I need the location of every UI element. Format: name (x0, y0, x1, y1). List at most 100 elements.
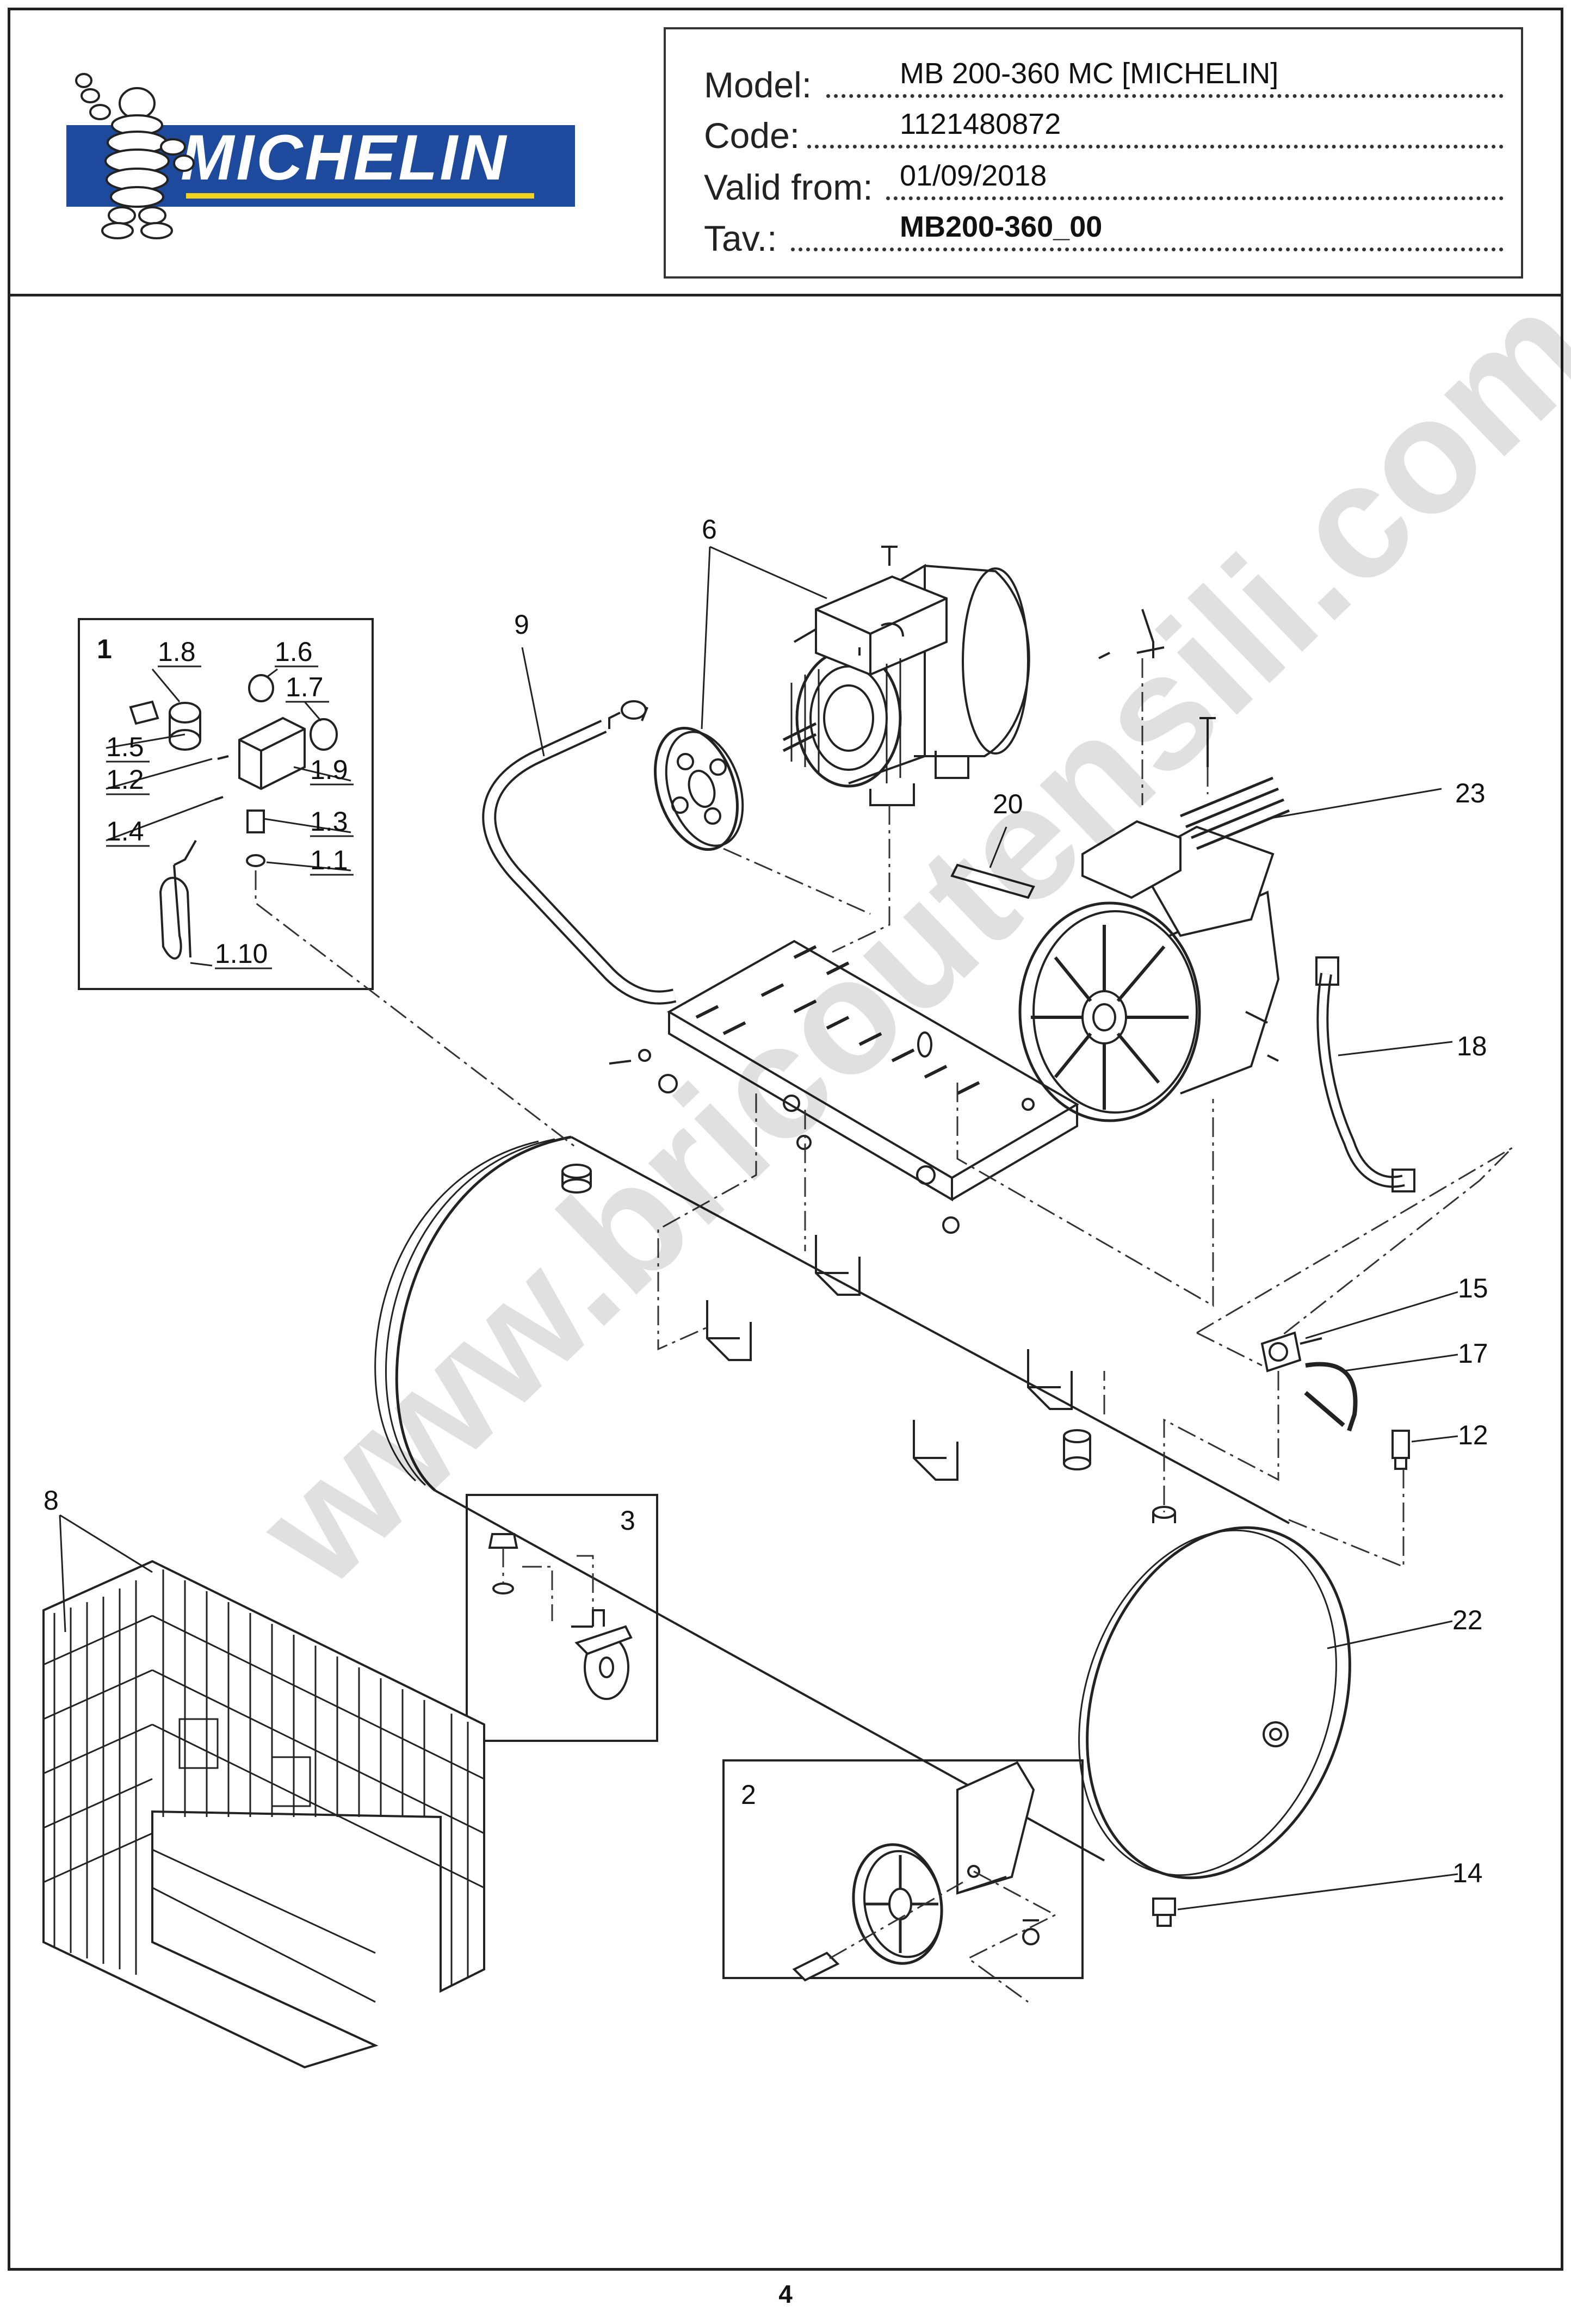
callout-17: 17 (1458, 1338, 1488, 1369)
tav-row: Tav.: MB200-360_00 (704, 211, 1504, 260)
callout-22: 22 (1452, 1605, 1483, 1635)
assembly-line-pump-feet (956, 1083, 1214, 1307)
leader-1-4 (106, 799, 215, 842)
valid-from-label: Valid from: (704, 167, 873, 207)
leader-14 (1177, 1873, 1458, 1911)
assembly-line-pulley (723, 848, 871, 915)
detail-box-3 (466, 1494, 658, 1742)
callout-9: 9 (514, 609, 529, 640)
logo-yellow-stripe (186, 193, 534, 199)
callout-1-3: 1.3 (310, 806, 348, 837)
leader-6 (701, 546, 827, 730)
pressure-switch-group (129, 674, 338, 960)
watermark-text: www.bricoutensili.com (222, 257, 1571, 1621)
drain-fitting (1391, 1430, 1410, 1470)
model-row: Model: MB 200-360 MC [MICHELIN] (704, 57, 1504, 107)
callout-1-7: 1.7 (286, 672, 324, 702)
leader-1-7 (304, 701, 322, 721)
leader-8 (59, 1514, 153, 1633)
shaft-key (950, 863, 1035, 899)
header-divider (8, 294, 1563, 296)
model-value: MB 200-360 MC [MICHELIN] (900, 57, 1279, 90)
leader-1-6 (266, 668, 278, 678)
tav-value: MB200-360_00 (900, 211, 1103, 243)
drain-valve (1152, 1897, 1176, 1927)
callout-20: 20 (993, 789, 1023, 819)
callout-6: 6 (702, 514, 717, 545)
delivery-pipe (482, 700, 677, 1005)
callout-1-5: 1.5 (106, 732, 144, 762)
model-info-box: Model: MB 200-360 MC [MICHELIN] Code: 11… (664, 27, 1523, 279)
leader-23 (1267, 788, 1442, 820)
assembly-line-caster (502, 1548, 594, 1621)
valid-from-row: Valid from: 01/09/2018 (704, 159, 1504, 209)
page-frame (8, 8, 1563, 2271)
michelin-logo: MICHELIN (66, 73, 575, 239)
assembly-line-motor (832, 805, 890, 953)
assembly-line-valve (1103, 1147, 1513, 1568)
leader-1-2 (106, 758, 213, 790)
tav-leader (791, 248, 1504, 251)
callout-1-9: 1.9 (310, 755, 348, 785)
motor-base-plate (609, 940, 1079, 1234)
tav-label: Tav.: (704, 218, 777, 258)
bibendum-mascot-icon (75, 73, 195, 239)
assembly-line-wheel (829, 1870, 1057, 2003)
leader-22 (1327, 1620, 1453, 1649)
flexible-hose (1315, 956, 1415, 1192)
code-row: Code: 1121480872 (704, 108, 1504, 157)
code-value: 1121480872 (900, 108, 1061, 140)
leader-17 (1343, 1353, 1458, 1372)
callout-1-6: 1.6 (275, 636, 313, 667)
callout-1: 1 (97, 634, 112, 664)
compressor-pump (1018, 609, 1290, 1122)
logo-wordmark: MICHELIN (181, 122, 508, 194)
callout-1-8: 1.8 (158, 636, 196, 667)
callout-18: 18 (1457, 1031, 1487, 1061)
leader-1-10 (190, 962, 213, 967)
assembly-line-plate (657, 1093, 806, 1351)
leader-1-8 (151, 669, 181, 702)
leader-20 (989, 826, 1007, 868)
leader-1-5 (106, 733, 185, 749)
callout-15: 15 (1458, 1273, 1488, 1303)
code-leader (807, 145, 1504, 149)
unloader-pipe (1304, 1362, 1358, 1432)
model-leader (826, 94, 1504, 98)
callout-1-1: 1.1 (310, 845, 348, 875)
callout-2: 2 (741, 1779, 756, 1810)
callout-labels: 1 1.8 1.6 1.7 1.5 1.9 1.2 1.3 1.4 1.1 1.… (44, 514, 1488, 1888)
leader-12 (1411, 1435, 1458, 1443)
callout-12: 12 (1458, 1420, 1488, 1450)
leader-15 (1305, 1291, 1458, 1339)
page-number: 4 (778, 2280, 793, 2308)
leader-1-9 (293, 766, 351, 782)
callout-1-4: 1.4 (106, 816, 144, 846)
air-tank (374, 1135, 1351, 1880)
valid-from-leader (886, 196, 1504, 200)
code-label: Code: (704, 115, 800, 156)
valid-from-value: 01/09/2018 (900, 159, 1047, 192)
wheel-assembly (792, 1761, 1040, 1982)
detail-box-2 (722, 1759, 1084, 1979)
leader-9 (521, 647, 545, 757)
swivel-caster (488, 1533, 633, 1700)
assembly-line-switch (255, 870, 577, 1149)
callout-14: 14 (1452, 1858, 1483, 1888)
detail-box-1 (78, 618, 374, 990)
belt-guard (42, 1560, 485, 2069)
electric-motor (782, 546, 1030, 806)
callout-8: 8 (44, 1485, 59, 1516)
check-valve (1260, 1331, 1322, 1373)
callout-23: 23 (1455, 778, 1486, 808)
callout-1-10: 1.10 (215, 938, 268, 969)
callout-1-2: 1.2 (106, 764, 144, 795)
motor-pulley (654, 727, 744, 851)
assembly-line-screws (1141, 658, 1209, 805)
leader-1-3 (263, 818, 351, 833)
callout-3: 3 (620, 1505, 635, 1536)
leader-18 (1338, 1041, 1453, 1056)
leader-1-1 (266, 861, 351, 872)
